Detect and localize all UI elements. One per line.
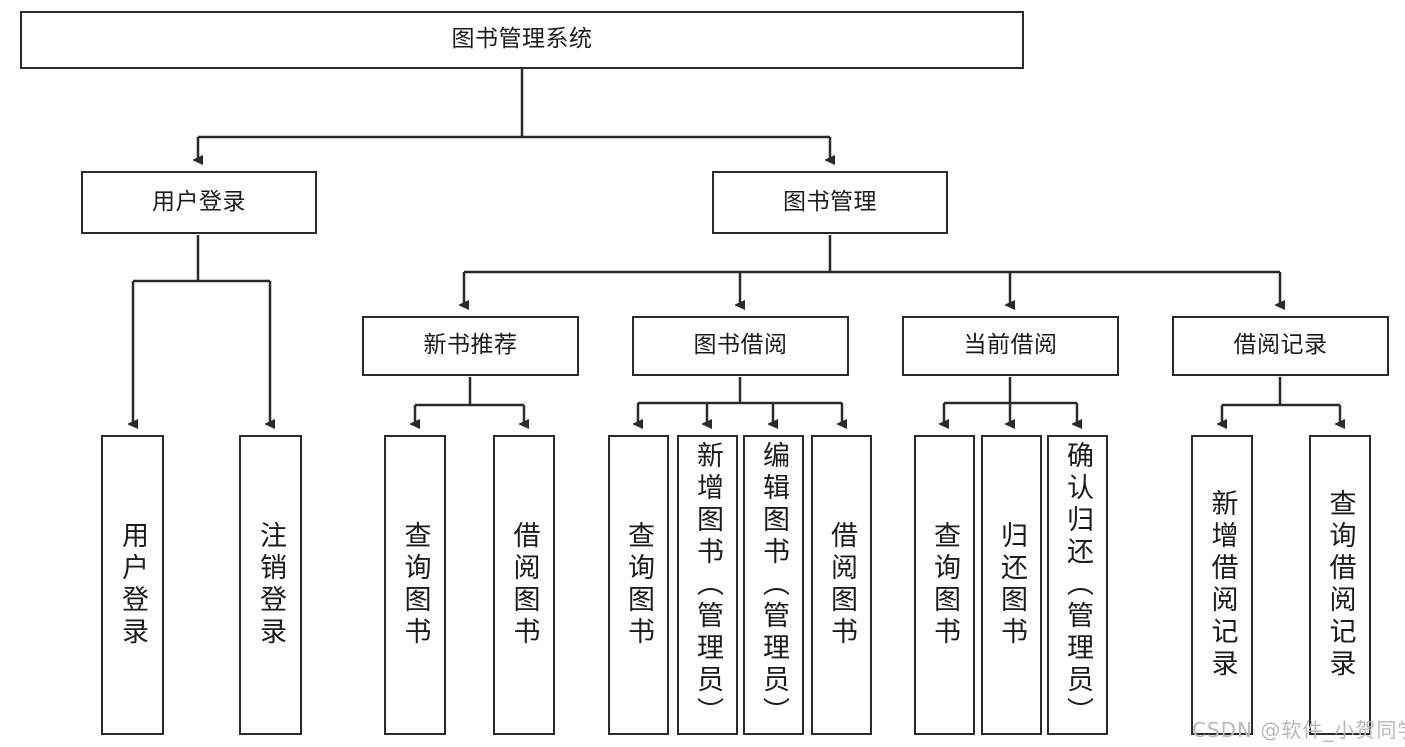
node-leaf-query-book-3[interactable]: 查询图书 — [914, 435, 975, 735]
node-leaf-logout[interactable]: 注销登录 — [239, 435, 302, 735]
node-book-borrow[interactable]: 图书借阅 — [632, 316, 849, 376]
node-new-book-recommend[interactable]: 新书推荐 — [362, 316, 579, 376]
node-leaf-borrow-book-1-label: 借阅图书 — [508, 521, 540, 649]
node-leaf-return-book-label: 归还图书 — [996, 521, 1027, 649]
node-leaf-query-book-1-label: 查询图书 — [399, 521, 431, 649]
node-borrow-record[interactable]: 借阅记录 — [1172, 316, 1389, 376]
node-leaf-logout-label: 注销登录 — [255, 521, 286, 649]
node-new-book-recommend-label: 新书推荐 — [423, 332, 518, 359]
node-leaf-query-book-2[interactable]: 查询图书 — [608, 435, 669, 735]
node-root-label: 图书管理系统 — [451, 26, 593, 53]
node-book-borrow-label: 图书借阅 — [693, 332, 788, 359]
node-leaf-edit-book[interactable]: 编辑图书（管理员） — [743, 435, 804, 735]
node-user-login[interactable]: 用户登录 — [81, 171, 317, 234]
node-book-management[interactable]: 图书管理 — [712, 171, 948, 234]
node-user-login-label: 用户登录 — [152, 188, 246, 215]
node-current-borrow[interactable]: 当前借阅 — [902, 316, 1119, 376]
node-leaf-query-book-1[interactable]: 查询图书 — [384, 435, 446, 735]
node-leaf-user-login-label: 用户登录 — [117, 521, 148, 649]
node-book-management-label: 图书管理 — [783, 188, 877, 215]
node-leaf-add-book-label: 新增图书（管理员） — [692, 441, 723, 729]
node-borrow-record-label: 借阅记录 — [1233, 332, 1328, 359]
node-leaf-confirm-return-label: 确认归还（管理员） — [1062, 441, 1093, 729]
node-leaf-return-book[interactable]: 归还图书 — [981, 435, 1042, 735]
node-current-borrow-label: 当前借阅 — [963, 332, 1058, 359]
node-root[interactable]: 图书管理系统 — [20, 11, 1024, 69]
csdn-watermark: CSDN @软件_小贺同学 — [1192, 718, 1405, 742]
node-leaf-borrow-book-2[interactable]: 借阅图书 — [811, 435, 872, 735]
node-leaf-borrow-book-1[interactable]: 借阅图书 — [493, 435, 555, 735]
node-leaf-borrow-book-2-label: 借阅图书 — [826, 521, 857, 649]
node-leaf-query-book-3-label: 查询图书 — [929, 521, 960, 649]
node-leaf-query-book-2-label: 查询图书 — [623, 521, 654, 649]
node-leaf-query-record[interactable]: 查询借阅记录 — [1309, 435, 1371, 735]
node-leaf-add-record[interactable]: 新增借阅记录 — [1191, 435, 1253, 735]
node-leaf-add-book[interactable]: 新增图书（管理员） — [677, 435, 738, 735]
node-leaf-user-login[interactable]: 用户登录 — [101, 435, 164, 735]
node-leaf-add-record-label: 新增借阅记录 — [1206, 489, 1238, 681]
node-leaf-confirm-return[interactable]: 确认归还（管理员） — [1047, 435, 1108, 735]
node-leaf-edit-book-label: 编辑图书（管理员） — [758, 441, 789, 729]
node-leaf-query-record-label: 查询借阅记录 — [1324, 489, 1356, 681]
